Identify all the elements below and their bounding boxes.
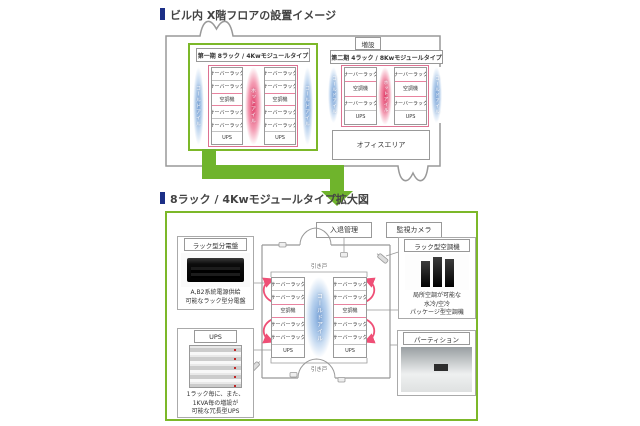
ac-photo [405,254,469,290]
card-reader-icon [340,252,348,258]
section1-title: ビル内 X階フロアの設置イメージ [170,9,337,22]
rack-cell: サーバーラック [265,106,295,120]
phase2-hot-aisle: ホットアイル [378,67,392,125]
phase1-title: 第一期 8ラック / 4Kwモジュールタイプ [196,48,310,62]
partition-photo [401,347,472,392]
ac-panel-title: ラック型空調機 [404,239,470,252]
ups-caption: 1ラック毎に、また、 1KVA毎の増設が 可能な冗長型UPS [186,391,245,415]
rack-cell: サーバーラック [212,119,242,133]
cold-aisle-label: コールドアイル [331,75,337,115]
ups-panel-title: UPS [194,330,237,343]
ups-cell: UPS [355,114,366,121]
ups-photo [189,345,242,388]
rack-cell: サーバーラック [334,291,366,305]
ups-cell: UPS [222,135,232,142]
cold-aisle-label: コールドアイル [304,85,310,127]
phase1-cold-aisle-right: コールドアイル [302,67,313,145]
office-area-box: オフィスエリア [332,130,430,160]
partition-panel-title: パーティション [403,332,470,345]
entry-management-box: 入退管理 [316,222,372,238]
rack-cell: サーバーラック [272,331,304,345]
enlarged-rack-column-right: サーバーラック サーバーラック 空調機 サーバーラック サーバーラック UPS [333,277,367,358]
phase2-rack-column-right: サーバーラック 空調機 サーバーラック UPS [394,67,427,125]
card-reader-icon [337,377,346,383]
ac-caption: 局所空調が可能な 水冷/空冷 パッケージ型空調機 [410,292,464,316]
sliding-door-bracket-bottom [270,358,368,364]
hot-air-arrows [262,277,376,344]
rack-cell: サーバーラック [272,318,304,332]
cold-aisle-label: コールドアイル [434,75,440,115]
phase2-expansion-badge: 増設 [355,37,381,50]
rack-cell: サーバーラック [334,318,366,332]
zoom-arrow-icon [202,149,353,206]
hot-aisle-label: ホットアイル [250,88,256,124]
ac-cell: 空調機 [395,81,426,97]
rack-cell: サーバーラック [334,278,366,292]
phase2-cold-aisle-right: コールドアイル [431,67,442,123]
sliding-door-label-top: 引き戸 [310,264,328,270]
ac-cell: 空調機 [272,303,304,318]
phase1-cold-aisle-left: コールドアイル [193,67,204,145]
rack-cell: サーバーラック [265,68,295,81]
sliding-door-bracket-top [270,271,368,277]
section2-title: 8ラック / 4Kwモジュールタイプ拡大図 [170,193,369,206]
ups-cell: UPS [345,347,355,354]
phase1-rack-column-left: サーバーラック サーバーラック 空調機 サーバーラック サーバーラック UPS [211,67,243,145]
cold-aisle-label: コールドアイル [315,293,323,342]
rack-cell: サーバーラック [395,97,426,111]
phase2-rack-column-left: サーバーラック 空調機 サーバーラック UPS [344,67,377,125]
card-reader-icon [278,242,287,248]
section2-bullet-icon [160,192,165,204]
ac-cell: 空調機 [334,303,366,318]
rack-cell: サーバーラック [212,68,242,81]
hot-aisle-label: ホットアイル [383,79,388,113]
rack-cell: サーバーラック [265,119,295,133]
ac-cell: 空調機 [265,92,295,107]
rack-cell: サーバーラック [334,331,366,345]
enlarged-rack-column-left: サーバーラック サーバーラック 空調機 サーバーラック サーバーラック UPS [271,277,305,358]
ac-cell: 空調機 [212,92,242,107]
ups-cell: UPS [405,114,416,121]
section1-bullet-icon [160,8,165,20]
ups-cell: UPS [283,347,293,354]
pdu-panel-title: ラック型分電盤 [184,238,247,251]
rack-cell: サーバーラック [345,68,376,83]
phase1-rack-column-right: サーバーラック サーバーラック 空調機 サーバーラック サーバーラック UPS [264,67,296,145]
cold-aisle-label: コールドアイル [195,85,201,127]
phase2-title: 第二期 4ラック / 8Kwモジュールタイプ [330,50,443,64]
ac-cell: 空調機 [345,81,376,97]
rack-cell: サーバーラック [212,106,242,120]
pdu-caption: A,B2系統電源供給 可能なラック型分電盤 [185,289,246,305]
rack-cell: サーバーラック [395,68,426,83]
rack-cell: サーバーラック [345,97,376,111]
phase2-cold-aisle-left: コールドアイル [328,67,339,123]
phase1-hot-aisle: ホットアイル [245,67,262,145]
ups-cell: UPS [275,135,285,142]
rack-cell: サーバーラック [272,291,304,305]
enlarged-cold-aisle: コールドアイル [305,277,333,358]
camera-icon [376,253,389,264]
pdu-photo [181,253,250,287]
sliding-door-label-bottom: 引き戸 [310,367,328,373]
swing-door-top-icon [299,227,332,246]
rack-cell: サーバーラック [272,278,304,292]
card-reader-icon [289,372,298,378]
swing-door-bottom-icon [297,358,336,379]
surveillance-camera-box: 監視カメラ [386,222,442,238]
